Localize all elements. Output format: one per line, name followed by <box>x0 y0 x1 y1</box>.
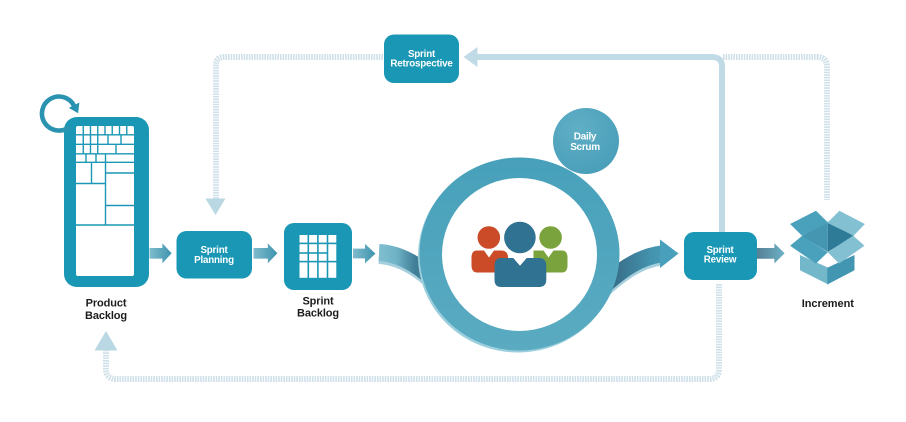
svg-text:Review: Review <box>704 254 737 265</box>
svg-text:Increment: Increment <box>802 298 855 310</box>
svg-text:Backlog: Backlog <box>85 310 127 322</box>
svg-text:Daily: Daily <box>574 132 597 143</box>
svg-text:Sprint: Sprint <box>302 295 334 307</box>
svg-text:Backlog: Backlog <box>297 308 339 320</box>
svg-text:Planning: Planning <box>194 255 234 266</box>
svg-text:Scrum: Scrum <box>570 142 600 153</box>
svg-text:Product: Product <box>86 298 127 310</box>
svg-text:Sprint: Sprint <box>706 245 734 256</box>
svg-text:Sprint: Sprint <box>408 49 436 60</box>
svg-text:Retrospective: Retrospective <box>390 59 453 70</box>
svg-text:Sprint: Sprint <box>200 245 228 256</box>
